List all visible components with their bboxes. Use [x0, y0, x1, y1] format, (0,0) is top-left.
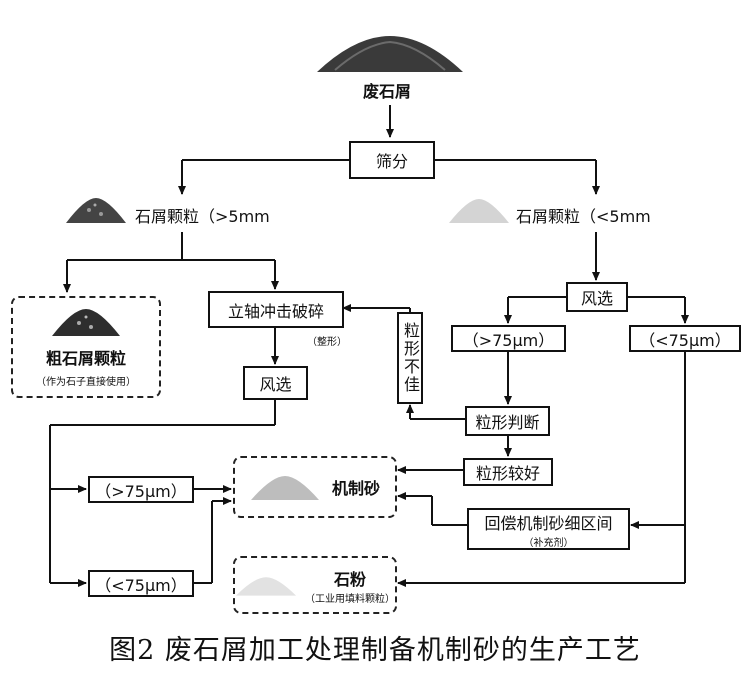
- machine-sand-label: 机制砂: [331, 479, 380, 498]
- fine-particles-label: 石屑颗粒（<5mm: [516, 207, 651, 226]
- lt75-left-box: （<75μm）: [88, 570, 194, 597]
- waste-label: 废石屑: [363, 82, 412, 101]
- shape-judgment-box: 粒形判断: [465, 406, 550, 436]
- screening-box: 筛分: [349, 141, 435, 179]
- coarse-product-title: 粗石屑颗粒: [45, 348, 126, 368]
- stone-powder-note: （工业用填料颗粒）: [305, 593, 395, 605]
- air-separation-right-box: 风选: [566, 282, 628, 312]
- coarse-product-note: （作为石子直接使用）: [36, 376, 136, 388]
- stone-powder-pile-image: [235, 577, 297, 596]
- lt75-right-box: （<75μm）: [629, 325, 741, 352]
- backfill-label: 回偿机制砂细区间: [484, 513, 613, 533]
- machine-sand-pile-image: [250, 476, 319, 500]
- coarse-product-box: 粗石屑颗粒 （作为石子直接使用）: [11, 296, 161, 398]
- machine-sand-box: 机制砂: [233, 456, 397, 518]
- stone-powder-label: 石粉: [333, 569, 366, 589]
- gt75-right-box: （>75μm）: [451, 325, 566, 352]
- shaping-note: （整形）: [307, 337, 347, 348]
- good-shape-box: 粒形较好: [463, 458, 553, 486]
- gt75-left-box: （>75μm）: [88, 476, 194, 503]
- waste-pile-image: [317, 36, 463, 72]
- air-separation-left-box: 风选: [243, 366, 308, 400]
- impact-crusher-box: 立轴冲击破碎: [208, 291, 344, 328]
- poor-shape-label: 粒形不佳: [401, 322, 420, 394]
- coarse-pile-image: [66, 198, 126, 223]
- backfill-note: （补充剂）: [523, 537, 574, 549]
- fine-pile-image: [449, 199, 509, 223]
- figure-caption: 图2 废石屑加工处理制备机制砂的生产工艺: [109, 635, 641, 666]
- poor-shape-box: 粒形不佳: [397, 312, 423, 404]
- backfill-box: 回偿机制砂细区间 （补充剂）: [467, 508, 630, 550]
- coarse-particles-label: 石屑颗粒（>5mm: [135, 207, 270, 226]
- stone-powder-box: 石粉 （工业用填料颗粒）: [233, 556, 397, 614]
- coarse-product-pile-image: [52, 308, 120, 336]
